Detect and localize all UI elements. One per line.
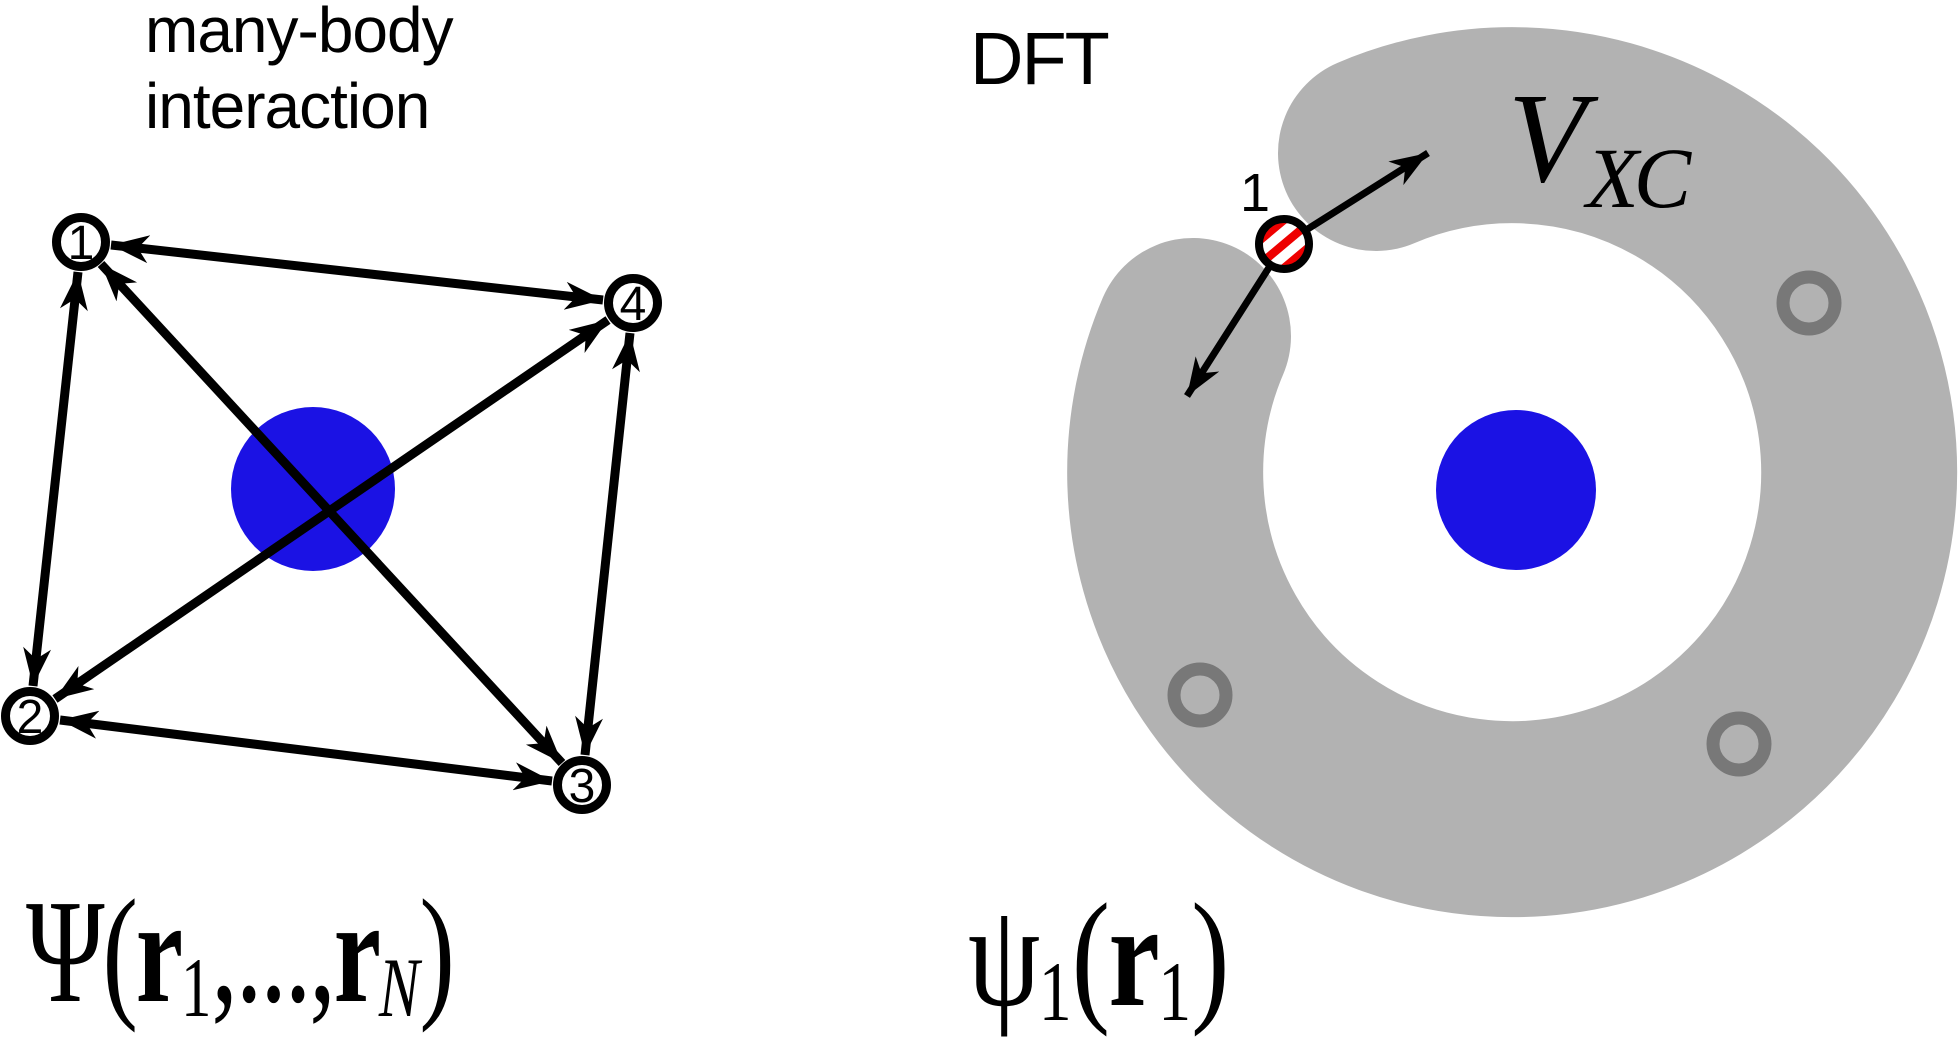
vxc-subscript: XC: [1586, 130, 1691, 226]
electron-1-number: 1: [1240, 163, 1271, 223]
electron1-arrow-inward: [1184, 242, 1287, 398]
electron-nodes: 1 2 3 4: [1, 213, 662, 814]
right-nucleus: [1436, 410, 1596, 570]
electron-node-4-label: 4: [620, 278, 647, 331]
left-panel-title: many-body interaction: [145, 0, 454, 144]
left-title-line2: interaction: [145, 70, 430, 142]
vxc-base: V: [1508, 67, 1587, 209]
psi-symbol: Ψ: [26, 870, 105, 1034]
r-vector: r: [1108, 874, 1160, 1038]
electron-1-stripes: [1262, 222, 1306, 266]
open-paren: (: [102, 870, 138, 1034]
electron-1-outline: [1255, 215, 1313, 273]
open-paren: (: [1071, 874, 1110, 1038]
kohn-sham-orbital-formula: ψ1(r1): [968, 882, 1230, 1039]
left-title-line1: many-body: [145, 0, 454, 66]
arrow-1-2: [23, 271, 88, 687]
arrow-1-4: [110, 235, 604, 310]
electron-node-2: [1, 687, 59, 745]
orbit-ring-top-right: [1776, 270, 1842, 336]
orbit-ring-bottom-right: [1706, 711, 1772, 777]
electron-node-3-label: 3: [569, 760, 596, 813]
rN-vector: r: [333, 870, 381, 1034]
electron-node-1-label: 1: [68, 217, 95, 270]
close-paren: ): [419, 870, 455, 1034]
electron-node-2-label: 2: [17, 691, 44, 744]
arrow-2-4: [52, 316, 611, 703]
electron-1-body: [1262, 222, 1306, 266]
rN-subscript: N: [378, 942, 420, 1036]
electron-node-3: [553, 756, 611, 814]
arrow-2-3: [59, 710, 553, 791]
electron-node-1: [52, 213, 110, 271]
interaction-arrows: [23, 235, 640, 791]
electron-node-4: [604, 274, 662, 332]
electron-1-marker: [1255, 215, 1313, 273]
r1-vector: r: [135, 870, 183, 1034]
right-panel-title: DFT: [970, 17, 1110, 100]
psi1-symbol: ψ: [968, 874, 1040, 1038]
ellipsis: ,...,: [211, 870, 336, 1034]
vxc-label: VXC: [1508, 74, 1691, 221]
close-paren: ): [1191, 874, 1229, 1038]
many-body-wavefunction-formula: Ψ(r1,...,rN): [26, 878, 455, 1036]
psi1-subscript: 1: [1038, 946, 1072, 1039]
r1-subscript: 1: [180, 942, 212, 1036]
r-subscript: 1: [1158, 946, 1192, 1039]
orbit-ring-bottom-left: [1167, 662, 1233, 728]
orbit-rings: [1167, 270, 1842, 777]
arrow-3-4: [575, 332, 640, 756]
